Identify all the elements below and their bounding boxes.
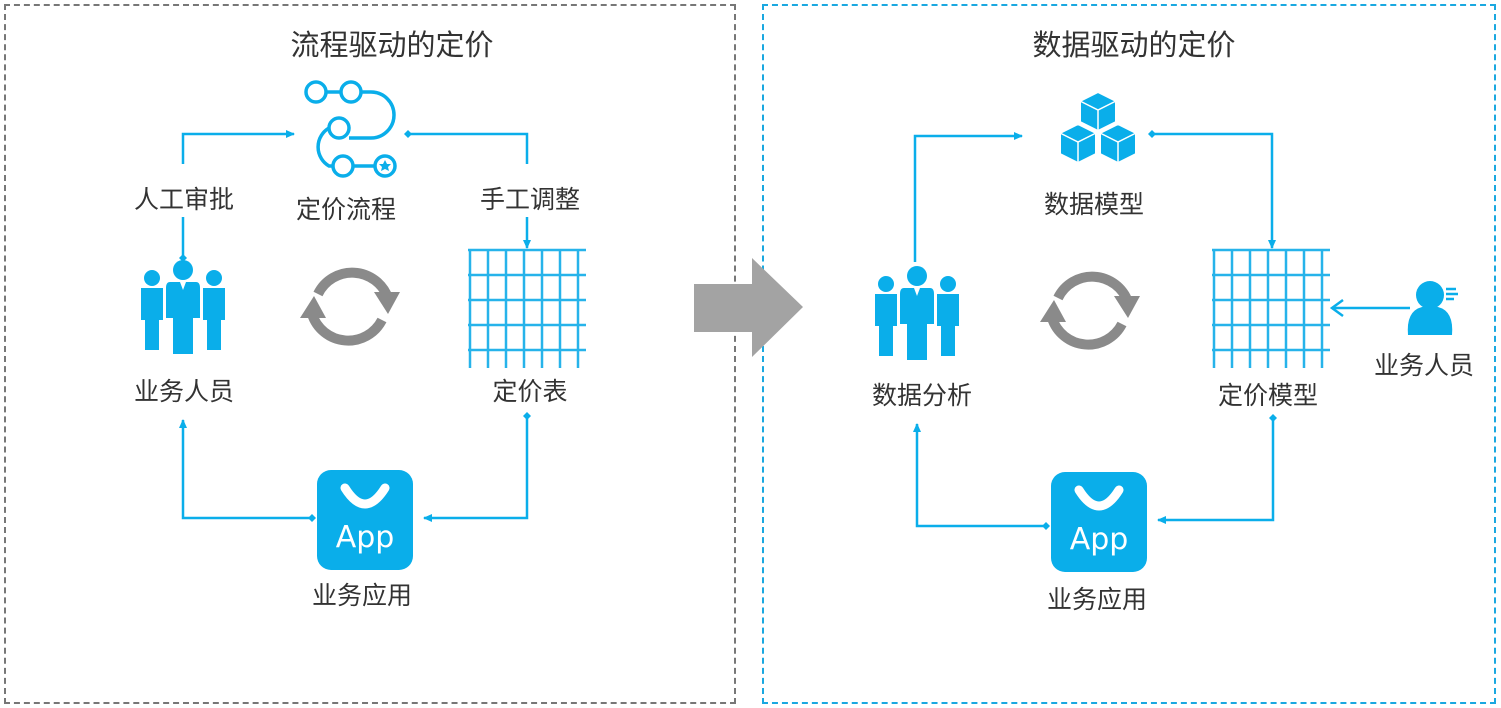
connector-people-to-process: [179, 130, 295, 262]
node-label-model: 数据模型: [1043, 190, 1145, 219]
data-driven-panel: [762, 4, 1496, 704]
node-label-analysis: 数据分析: [871, 381, 973, 410]
refresh-cycle-icon: [1040, 277, 1140, 345]
connector-table-to-app: [423, 412, 531, 522]
right-panel-title: 数据驱动的定价: [1032, 28, 1236, 62]
right-arrow-icon: [694, 258, 803, 357]
people-group-icon: [141, 260, 225, 354]
node-label-table: 定价表: [492, 377, 568, 406]
node-label-app: 业务应用: [311, 581, 413, 610]
refresh-cycle-icon: [300, 273, 400, 341]
people-group-icon: [875, 266, 959, 360]
node-label-pricing-model: 定价模型: [1217, 381, 1319, 410]
edge-label-adjust: 手工调整: [479, 185, 581, 214]
app-badge-text: App: [335, 520, 395, 555]
node-label-process: 定价流程: [295, 195, 397, 224]
node-label-staff: 业务人员: [1373, 351, 1475, 380]
process-driven-panel: [4, 4, 736, 704]
grid-table-icon: [466, 248, 588, 370]
connector-app-to-people: [179, 419, 316, 522]
edge-label-approval: 人工审批: [133, 185, 235, 214]
app-badge-text: App: [1069, 522, 1129, 557]
connector-app-to-analysis: [913, 423, 1050, 530]
connector-staff-to-pricing: [1329, 298, 1410, 318]
left-panel-title: 流程驱动的定价: [290, 28, 494, 62]
cubes-icon: [1059, 90, 1137, 165]
node-label-people: 业务人员: [133, 377, 235, 406]
grid-table-icon: [1210, 248, 1332, 370]
connector-model-to-pricing: [1148, 130, 1276, 249]
connector-table-to-process: [404, 130, 531, 249]
node-label-app: 业务应用: [1046, 585, 1148, 614]
connector-pricing-to-app: [1157, 414, 1277, 524]
process-flow-icon: [304, 80, 397, 178]
user-icon: [1407, 281, 1458, 335]
connector-analysis-to-model: [911, 132, 1023, 274]
